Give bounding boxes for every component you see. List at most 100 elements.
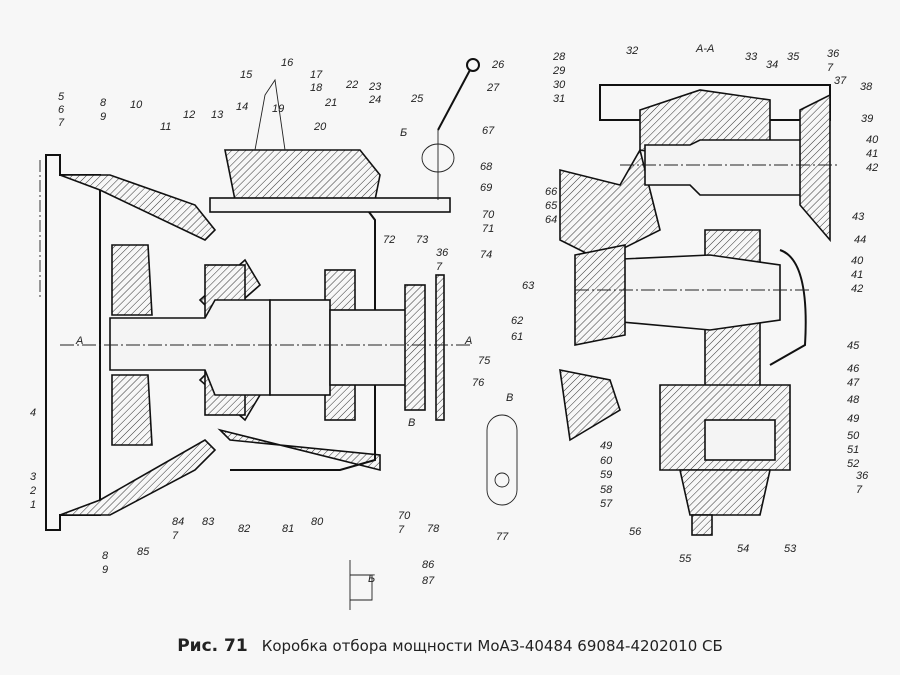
part-label: 80 [311, 516, 324, 528]
part-label: 81 [282, 523, 294, 535]
part-label: 36 [827, 48, 840, 60]
view-b-detail-mark: Б [368, 573, 375, 585]
part-label: 4 [30, 407, 36, 419]
part-label: 24 [368, 94, 381, 106]
part-label: 47 [847, 377, 860, 389]
part-label: 48 [847, 394, 860, 406]
part-label: 77 [496, 531, 509, 543]
part-label: 85 [137, 546, 150, 558]
part-label: 62 [511, 315, 523, 327]
part-label: 50 [847, 430, 860, 442]
part-label: 31 [553, 93, 565, 105]
part-label: 7 [398, 524, 405, 536]
part-label: 22 [345, 79, 358, 91]
part-label: 11 [160, 121, 171, 133]
view-b-mark: Б [400, 127, 407, 139]
figure-title: Коробка отбора мощности МоАЗ-40484 69084… [261, 637, 723, 655]
part-label: 66 [545, 186, 558, 198]
part-label: 70 [398, 510, 411, 522]
part-label: 38 [860, 81, 873, 93]
part-label: 14 [236, 101, 248, 113]
part-label: 71 [482, 223, 494, 235]
part-label: 57 [600, 498, 613, 510]
section-a-right-mark: А [464, 335, 472, 347]
part-label: 65 [545, 200, 558, 212]
part-label: 56 [629, 526, 642, 538]
part-label: 36 [436, 247, 449, 259]
part-label: 7 [58, 117, 65, 129]
part-label: 63 [522, 280, 535, 292]
part-label: 86 [422, 559, 435, 571]
part-label: 19 [272, 103, 284, 115]
part-label: 40 [851, 255, 864, 267]
part-label: 7 [172, 530, 179, 542]
part-label: 74 [480, 249, 492, 261]
part-label: 3 [30, 471, 37, 483]
part-label: 67 [482, 125, 495, 137]
part-label: 76 [472, 377, 485, 389]
part-label: 6 [58, 104, 65, 116]
part-label: 83 [202, 516, 215, 528]
part-label: 87 [422, 575, 435, 587]
part-label: 1 [30, 499, 36, 511]
part-label: 37 [834, 75, 847, 87]
part-label: 84 [172, 516, 184, 528]
part-label: 52 [847, 458, 859, 470]
part-label: 15 [240, 69, 253, 81]
part-label: 32 [626, 45, 638, 57]
part-label: 58 [600, 484, 613, 496]
part-label: 60 [600, 455, 613, 467]
part-label: 44 [854, 234, 866, 246]
part-label: 41 [866, 148, 878, 160]
part-label: 72 [383, 234, 395, 246]
part-label: 25 [410, 93, 424, 105]
part-label: 29 [552, 65, 565, 77]
part-label: 69 [480, 182, 492, 194]
part-label: 33 [745, 51, 758, 63]
part-label: 75 [478, 355, 491, 367]
part-label: 13 [211, 109, 224, 121]
section-marks: А-А А А Б Б В В [75, 43, 714, 585]
part-label: 9 [102, 564, 108, 576]
part-label: 7 [436, 261, 443, 273]
part-label: 26 [491, 59, 505, 71]
part-label: 35 [787, 51, 800, 63]
part-label: 7 [827, 62, 834, 74]
part-label: 45 [847, 340, 860, 352]
part-label: 10 [130, 99, 143, 111]
part-label: 42 [851, 283, 863, 295]
part-label: 28 [552, 51, 566, 63]
part-label: 68 [480, 161, 493, 173]
part-label: 49 [600, 440, 612, 452]
right-section-view [559, 84, 840, 536]
part-label: 49 [847, 413, 859, 425]
part-label: 30 [553, 79, 566, 91]
part-label: 59 [600, 469, 612, 481]
view-v-mark: В [408, 417, 415, 429]
part-label: 42 [866, 162, 878, 174]
part-label: 64 [545, 214, 557, 226]
part-label: 7 [856, 484, 863, 496]
figure-number: Рис. 71 [177, 636, 248, 656]
figure-caption: Рис. 71 Коробка отбора мощности МоАЗ-4048… [0, 636, 900, 656]
part-label: 12 [183, 109, 195, 121]
part-label: 8 [102, 550, 109, 562]
part-label: 70 [482, 209, 495, 221]
part-label: 53 [784, 543, 797, 555]
part-label: 27 [486, 82, 500, 94]
part-label: 18 [310, 82, 323, 94]
part-label: 78 [427, 523, 440, 535]
left-assembly-view [39, 58, 518, 610]
part-label: 54 [737, 543, 749, 555]
part-label: 23 [368, 81, 382, 93]
part-label: 73 [416, 234, 429, 246]
part-label: 8 [100, 97, 107, 109]
view-v-detail-mark: В [506, 392, 513, 404]
part-label: 40 [866, 134, 879, 146]
part-label: 2 [29, 485, 36, 497]
part-label: 21 [324, 97, 337, 109]
part-label: 36 [856, 470, 869, 482]
